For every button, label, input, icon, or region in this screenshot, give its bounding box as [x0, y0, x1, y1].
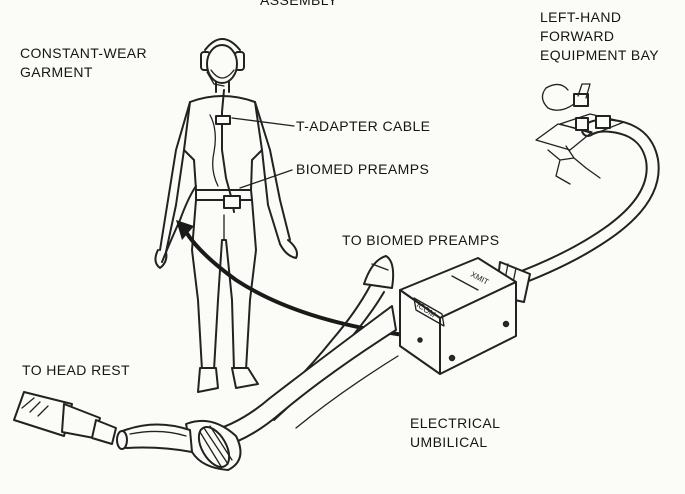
top-cut-label: ASSEMBLY: [260, 0, 338, 10]
garment-label: CONSTANT-WEAR GARMENT: [20, 44, 147, 82]
to-biomed-label: TO BIOMED PREAMPS: [342, 231, 499, 250]
astronaut-figure: [155, 39, 297, 392]
head-rest-connector: [14, 392, 116, 444]
equipment-bay-label: LEFT-HAND FORWARD EQUIPMENT BAY: [540, 8, 659, 65]
switch-box: XMIT ICOM: [400, 258, 516, 374]
head-rest-label: TO HEAD REST: [22, 361, 130, 380]
biomed-preamps-label: BIOMED PREAMPS: [296, 160, 429, 179]
umbilical-label: ELECTRICAL UMBILICAL: [410, 414, 500, 452]
t-adapter-label: T-ADAPTER CABLE: [296, 117, 430, 136]
equipment-bay-panel: [536, 84, 624, 184]
